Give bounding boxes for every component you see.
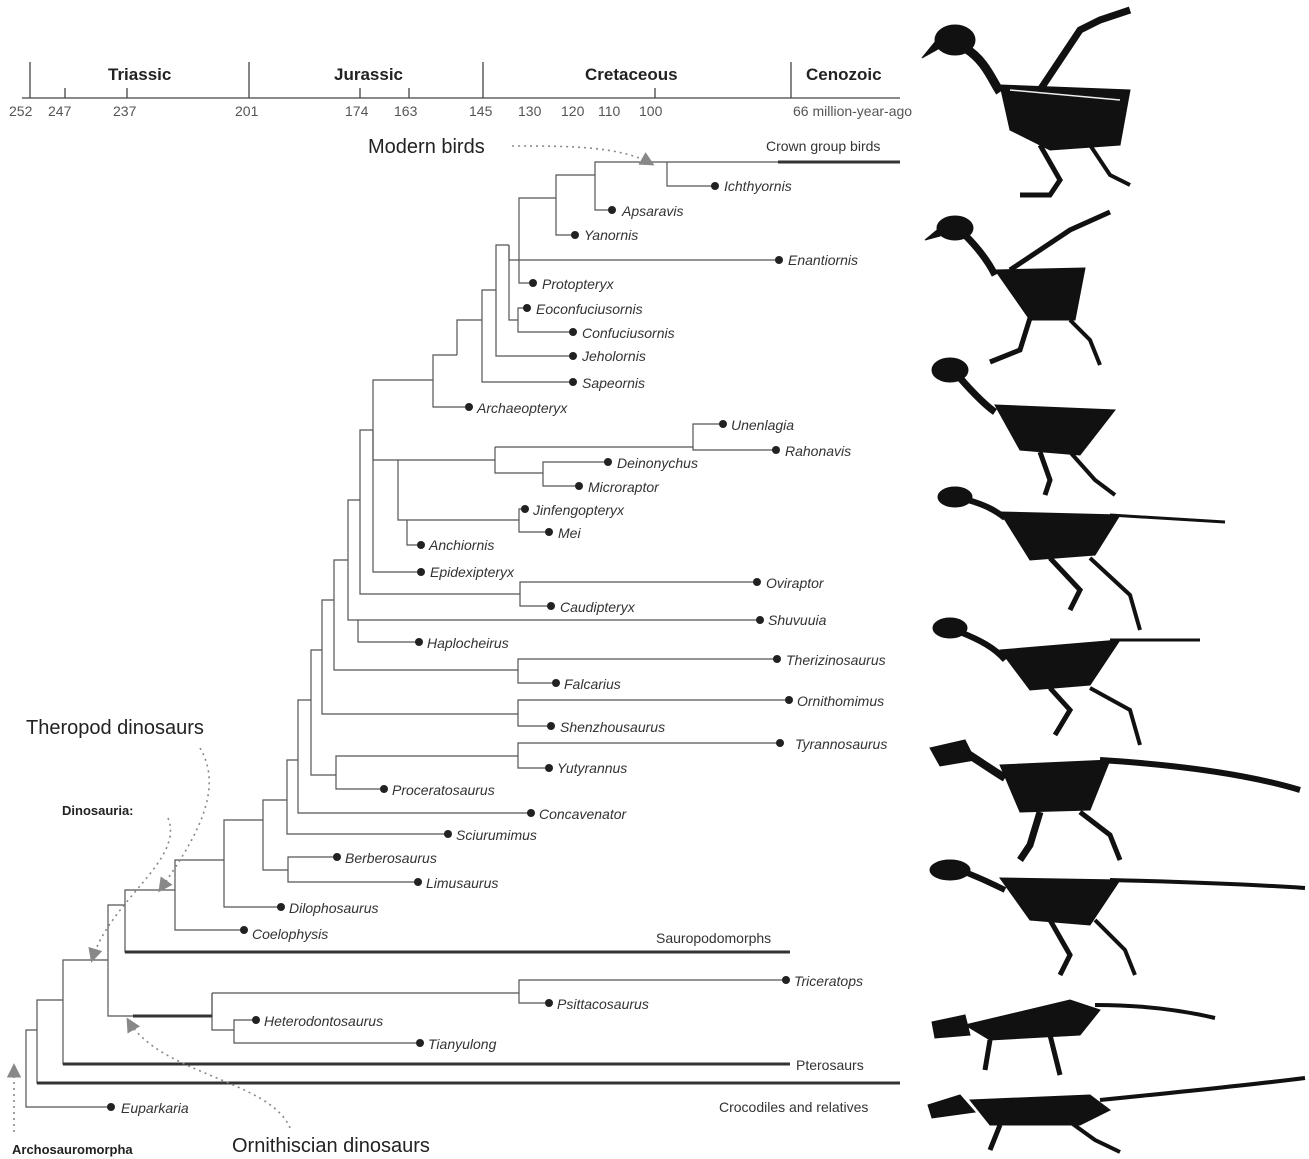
taxon-label: Unenlagia (731, 417, 794, 433)
tick-label: 237 (113, 103, 137, 119)
taxon-label: Confuciusornis (582, 325, 675, 341)
taxon-label: Coelophysis (252, 926, 328, 942)
tick-label: 174 (345, 103, 369, 119)
skeleton-silhouettes (922, 10, 1305, 1152)
taxon-label: Psittacosaurus (557, 996, 649, 1012)
tick-label: 163 (394, 103, 418, 119)
deinonychus-skeleton (938, 487, 1225, 630)
tree-branches (26, 162, 789, 1107)
taxon-labels: Ichthyornis Apsaravis Yanornis Enantiorn… (121, 178, 887, 1116)
taxon-label: Ichthyornis (724, 178, 792, 194)
taxon-label: Microraptor (588, 479, 660, 495)
period-cretaceous: Cretaceous (585, 65, 678, 84)
taxon-label: Apsaravis (621, 203, 683, 219)
ceratosaur-skeleton (930, 860, 1305, 975)
taxon-label: Heterodontosaurus (264, 1013, 383, 1029)
period-cenozoic: Cenozoic (806, 65, 882, 84)
taxon-label: Oviraptor (766, 575, 825, 591)
taxon-label: Therizinosaurus (786, 652, 886, 668)
archosauromorpha-label: Archosauromorpha (12, 1142, 133, 1157)
tick-label: 252 (9, 103, 33, 119)
theropod-callout: Theropod dinosaurs (26, 717, 204, 739)
tick-label: 145 (469, 103, 493, 119)
taxon-label: Protopteryx (542, 276, 615, 292)
archaeopteryx-skeleton (932, 358, 1115, 495)
theropod-arrow (160, 748, 209, 890)
crocodile-skeleton (928, 1078, 1305, 1152)
timeline: Triassic Jurassic Cretaceous Cenozoic 25… (9, 62, 912, 119)
taxon-label: Sapeornis (582, 375, 645, 391)
modern-birds-arrow (512, 146, 652, 164)
tick-label: 247 (48, 103, 72, 119)
ichthyornis-skeleton (925, 212, 1110, 365)
dinosauria-label: Dinosauria: (62, 803, 134, 818)
taxon-label: Berberosaurus (345, 850, 437, 866)
taxon-label: Sciurumimus (456, 827, 537, 843)
heterodontosaurus-skeleton (932, 1000, 1215, 1075)
taxon-label: Shenzhousaurus (560, 719, 665, 735)
taxon-label: Tyrannosaurus (795, 736, 887, 752)
tick-label: 66 million-year-ago (793, 103, 912, 119)
taxon-label: Jinfengopteryx (532, 502, 625, 518)
modern-birds-callout: Modern birds (368, 136, 485, 158)
tick-label: 130 (518, 103, 542, 119)
modern-bird-skeleton (922, 10, 1130, 195)
ornithiscian-callout: Ornithiscian dinosaurs (232, 1135, 430, 1157)
taxon-label: Rahonavis (785, 443, 851, 459)
ornithomimus-skeleton (933, 618, 1200, 745)
tick-label: 110 (598, 103, 621, 119)
taxon-label: Yanornis (584, 227, 638, 243)
taxon-label: Mei (558, 525, 581, 541)
dinosauria-arrow (92, 818, 170, 960)
crocodiles-label: Crocodiles and relatives (719, 1099, 868, 1115)
taxon-label: Dilophosaurus (289, 900, 379, 916)
tick-label: 120 (561, 103, 585, 119)
crown-birds-label: Crown group birds (766, 138, 880, 154)
taxon-label: Falcarius (564, 676, 621, 692)
taxon-label: Anchiornis (428, 537, 494, 553)
taxon-label: Deinonychus (617, 455, 698, 471)
period-triassic: Triassic (108, 65, 171, 84)
taxon-label: Triceratops (794, 973, 863, 989)
taxon-label: Haplocheirus (427, 635, 509, 651)
taxon-label: Epidexipteryx (430, 564, 515, 580)
taxon-label: Jeholornis (581, 348, 646, 364)
taxon-label: Euparkaria (121, 1100, 189, 1116)
taxon-label: Shuvuuia (768, 612, 827, 628)
taxon-label: Concavenator (539, 806, 628, 822)
taxon-label: Enantiornis (788, 252, 858, 268)
taxon-label: Caudipteryx (560, 599, 636, 615)
pterosaurs-label: Pterosaurs (796, 1057, 864, 1073)
taxon-label: Limusaurus (426, 875, 498, 891)
taxon-label: Tianyulong (428, 1036, 497, 1052)
taxon-label: Proceratosaurus (392, 782, 495, 798)
tick-label: 100 (639, 103, 663, 119)
taxon-label: Yutyrannus (557, 760, 627, 776)
taxon-label: Archaeopteryx (476, 400, 568, 416)
tick-label: 201 (235, 103, 259, 119)
taxon-label: Ornithomimus (797, 693, 884, 709)
period-jurassic: Jurassic (334, 65, 403, 84)
taxon-label: Eoconfuciusornis (536, 301, 643, 317)
tyrannosaurus-skeleton (930, 740, 1300, 860)
sauropodomorphs-label: Sauropodomorphs (656, 930, 771, 946)
